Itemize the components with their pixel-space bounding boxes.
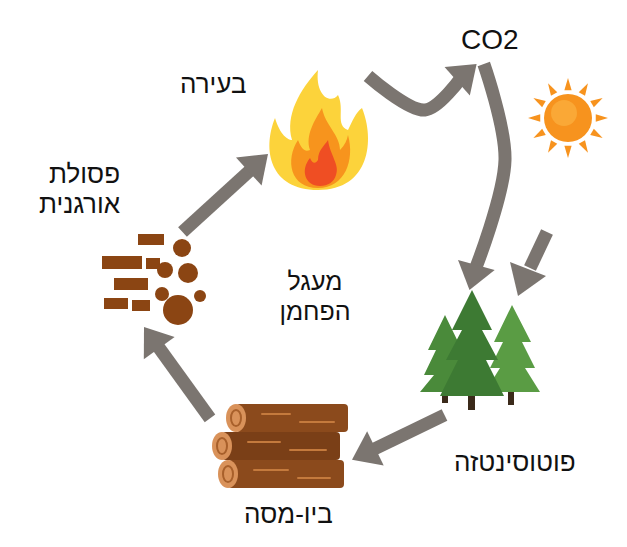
stage-label: בעירה (180, 70, 247, 100)
logs-icon-part (231, 410, 241, 426)
logs-icon-part (248, 414, 334, 478)
logs-icon-part-part (248, 441, 280, 443)
logs-icon-part-part (262, 413, 290, 415)
stage-label: פסולת אורגנית (12, 160, 120, 220)
arrow-shaft (475, 64, 505, 270)
sun-arrow (510, 232, 547, 296)
fire-icon-part (305, 140, 337, 186)
trees-icon (420, 290, 540, 410)
sun-icon-part (544, 94, 592, 142)
organic-waste-icon-part (163, 295, 193, 325)
arrow-shaft (371, 415, 445, 451)
sun-icon-part (564, 78, 571, 90)
stage-icon-box: פוטוסינטזה (422, 290, 547, 415)
organic-waste-icon-part (132, 300, 150, 311)
arrow-head (445, 64, 477, 95)
organic-waste-icon-part (157, 262, 173, 278)
logs-icon-part-part (298, 477, 330, 479)
logs-icon-part-part (290, 449, 326, 451)
sun-icon-part (596, 114, 608, 121)
logs-icon-part (222, 432, 340, 460)
sun-icon-part (548, 140, 557, 152)
fire-icon-part (291, 108, 350, 188)
stage-icon-box: ביו-מסה (210, 400, 352, 492)
organic-waste-icon (102, 234, 206, 325)
organic-waste-icon-part (102, 256, 142, 269)
sun-icon-part (579, 140, 588, 152)
diagram-title: מעגל הפחמן (255, 266, 375, 326)
logs-icon-part (218, 460, 238, 488)
sun-icon-part (533, 98, 545, 107)
logs-icon-part-part (254, 469, 288, 471)
arrow-shaft (368, 76, 461, 110)
sun-icon-part (528, 114, 540, 121)
arrow-head (352, 431, 384, 465)
organic-waste-icon-part (114, 278, 148, 290)
stage-icon-box: בעירה (268, 70, 368, 190)
cycle-arrow (144, 327, 210, 418)
organic-waste-icon-part (155, 287, 169, 301)
arrow-shaft (183, 168, 253, 232)
cycle-arrow (352, 415, 445, 466)
sun-icon-part (533, 129, 545, 138)
fire-icon-part (269, 70, 368, 190)
fire-icon (269, 70, 368, 190)
arrow-head (144, 327, 175, 359)
sun-icon-part (590, 98, 602, 107)
logs-icon-part (228, 460, 344, 488)
gas-label-box: CO2 (455, 22, 527, 64)
stage-label: ביו-מסה (244, 500, 333, 530)
arrow-shaft (156, 344, 210, 419)
sun-arrow-part (510, 262, 546, 296)
cycle-arrow (368, 64, 477, 110)
logs-icon-part (223, 466, 233, 482)
logs-icon-part (217, 438, 227, 454)
sun-icon-part (548, 83, 557, 95)
sun-icon-part (551, 100, 577, 126)
organic-waste-icon-part (194, 290, 206, 302)
organic-waste-icon-part (173, 239, 191, 257)
logs-icon (212, 404, 348, 488)
stage-icon-box: פסולת אורגנית (100, 232, 210, 327)
sun-icon-part (564, 146, 571, 158)
organic-waste-icon-part (104, 298, 128, 309)
sun-icon-part (579, 83, 588, 95)
sun-icon-part (590, 129, 602, 138)
logs-icon-part (236, 404, 348, 432)
logs-icon-part (212, 432, 232, 460)
arrow-head (236, 154, 268, 186)
cycle-arrow (458, 64, 505, 290)
stage-label: פוטוסינטזה (454, 448, 576, 478)
organic-waste-icon-part (138, 234, 164, 245)
logs-icon-part (226, 404, 246, 432)
trees-icon-part (440, 290, 504, 396)
chemical-formula: CO2 (461, 26, 521, 54)
organic-waste-icon-part (178, 263, 198, 283)
cycle-arrow (183, 154, 269, 232)
sun-icon (528, 78, 608, 158)
arrow-head (458, 260, 495, 290)
logs-icon-part-part (300, 421, 334, 423)
sun-arrow-part (530, 232, 547, 268)
